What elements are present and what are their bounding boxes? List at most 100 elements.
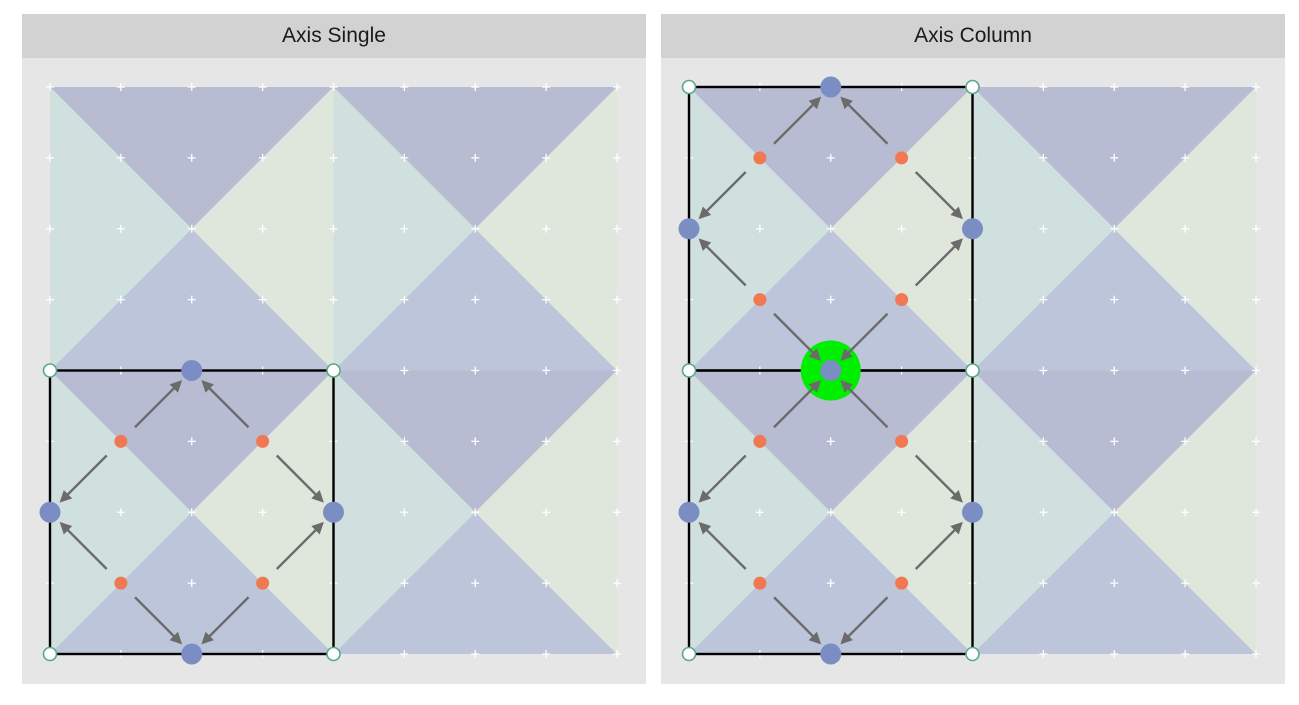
flow-arrow — [134, 596, 183, 645]
grid-cross — [755, 224, 764, 233]
grid-cross — [258, 224, 267, 233]
inner-point — [256, 434, 270, 448]
grid-cross — [471, 83, 480, 91]
flow-arrow — [59, 521, 108, 570]
grid-cross — [542, 579, 551, 588]
grid-cross — [1252, 650, 1260, 658]
grid-cross — [400, 650, 409, 658]
edge-point — [962, 501, 983, 523]
grid-cross — [258, 83, 267, 91]
corner-point — [42, 646, 58, 662]
grid-cross — [471, 224, 480, 233]
flow-arrow — [201, 596, 250, 645]
edge-point — [181, 643, 203, 665]
grid-cross — [542, 437, 551, 446]
grid-cross — [613, 437, 621, 446]
grid-cross — [187, 153, 196, 162]
flow-arrow — [914, 521, 963, 570]
grid-cross — [542, 650, 551, 658]
grid-cross — [826, 295, 835, 304]
facet-strip-title: Axis Column — [661, 14, 1285, 58]
flow-arrow — [840, 312, 889, 361]
grid-cross — [1110, 508, 1119, 517]
grid-cross — [1181, 153, 1190, 162]
flow-arrow — [773, 312, 822, 361]
grid-cross — [400, 83, 409, 91]
flow-arrow — [773, 96, 822, 145]
grid-cross — [613, 650, 621, 658]
flow-arrow — [840, 596, 889, 645]
grid-cross — [400, 508, 409, 517]
edge-point — [820, 643, 842, 665]
inner-point — [114, 576, 128, 590]
grid-cross — [400, 224, 409, 233]
grid-cross — [897, 508, 906, 517]
grid-cross — [46, 224, 54, 233]
grid-cross — [1039, 224, 1048, 233]
grid-cross — [1181, 579, 1190, 588]
grid-cross — [613, 508, 621, 517]
grid-cross — [116, 153, 125, 162]
grid-cross — [471, 366, 480, 375]
grid-cross — [542, 295, 551, 304]
grid-cross — [1252, 153, 1260, 162]
grid-cross — [116, 224, 125, 233]
grid-cross — [187, 83, 196, 91]
grid-cross — [471, 153, 480, 162]
flow-arrow — [773, 380, 822, 429]
inner-point — [114, 434, 128, 448]
grid-cross — [1039, 366, 1048, 375]
grid-cross — [471, 295, 480, 304]
inner-point — [753, 576, 767, 590]
flow-arrow — [201, 380, 250, 429]
grid-cross — [258, 295, 267, 304]
grid-cross — [1039, 83, 1048, 91]
grid-cross — [826, 437, 835, 446]
grid-cross — [187, 508, 196, 517]
corner-point — [965, 646, 980, 662]
flow-arrow — [698, 171, 747, 220]
grid-cross — [1181, 650, 1190, 658]
grid-cross — [1252, 579, 1260, 588]
grid-cross — [1110, 579, 1119, 588]
grid-cross — [1181, 366, 1190, 375]
flow-arrow — [914, 238, 963, 287]
grid-cross — [329, 83, 338, 91]
grid-cross — [258, 153, 267, 162]
flow-arrow — [698, 454, 747, 503]
grid-cross — [826, 508, 835, 517]
inner-point — [753, 434, 767, 448]
flow-arrow — [773, 596, 822, 645]
flow-arrow — [840, 96, 889, 145]
grid-cross — [1252, 83, 1260, 91]
grid-cross — [826, 153, 835, 162]
grid-cross — [471, 650, 480, 658]
flow-arrow — [840, 380, 889, 429]
grid-cross — [826, 579, 835, 588]
corner-point — [681, 646, 697, 662]
flow-arrow — [698, 521, 747, 570]
inner-point — [895, 151, 909, 165]
grid-cross — [471, 579, 480, 588]
grid-cross — [542, 366, 551, 375]
grid-cross — [1252, 224, 1260, 233]
flow-arrow — [914, 454, 963, 503]
flow-arrow — [134, 380, 183, 429]
grid-cross — [329, 295, 338, 304]
grid-cross — [613, 83, 621, 91]
grid-cross — [187, 295, 196, 304]
facet-panel-axis-column: Axis Column — [661, 14, 1285, 684]
grid-cross — [187, 437, 196, 446]
grid-cross — [542, 508, 551, 517]
grid-cross — [1181, 437, 1190, 446]
grid-cross — [613, 579, 621, 588]
grid-cross — [1181, 508, 1190, 517]
grid-cross — [400, 153, 409, 162]
grid-cross — [542, 224, 551, 233]
grid-cross — [258, 508, 267, 517]
grid-cross — [116, 508, 125, 517]
edge-point — [323, 501, 344, 523]
inner-point — [895, 576, 909, 590]
corner-point — [326, 646, 341, 662]
